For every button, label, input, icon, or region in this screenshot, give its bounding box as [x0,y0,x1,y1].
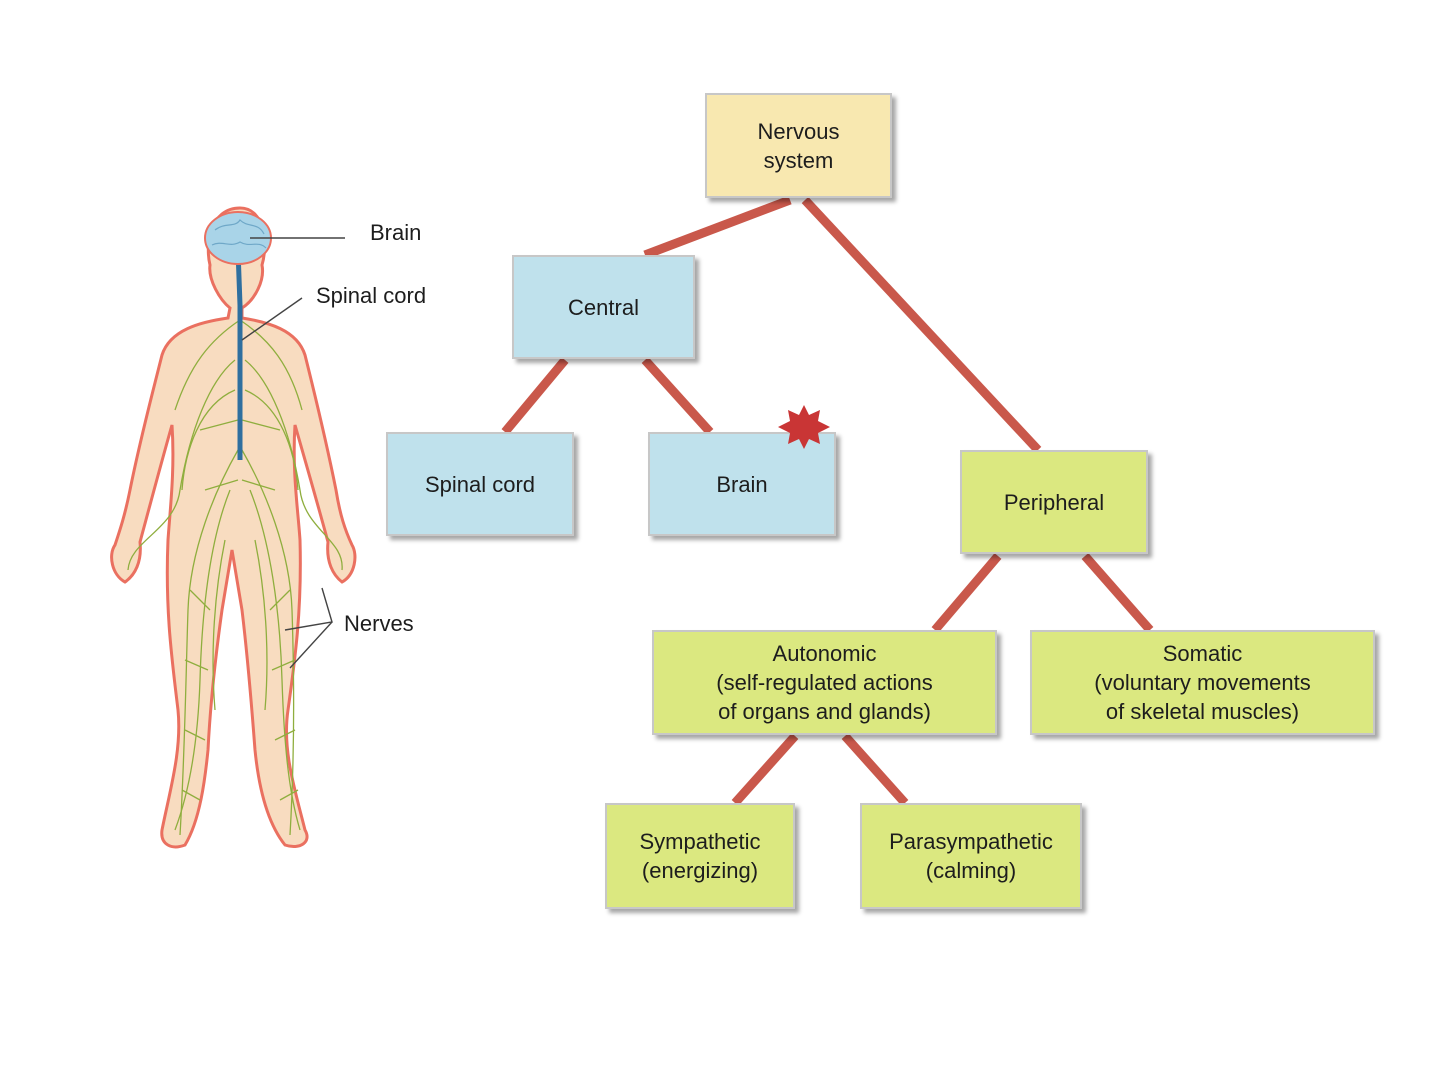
box-nervous-system: Nervous system [705,93,892,198]
connector-nervous-central [645,200,790,255]
box-somatic-line-1: Somatic [1163,639,1242,668]
box-autonomic-line-2: (self-regulated actions [716,668,932,697]
box-sympathetic-line-2: (energizing) [642,856,758,885]
body-label-spinal-cord: Spinal cord [316,283,426,309]
box-brain-label: Brain [716,470,767,499]
box-parasympathetic-line-2: (calming) [926,856,1016,885]
box-somatic-line-2: (voluntary movements [1094,668,1310,697]
box-central-label: Central [568,293,639,322]
box-nervous-system-line-2: system [764,146,834,175]
box-parasympathetic: Parasympathetic (calming) [860,803,1082,909]
box-nervous-system-line-1: Nervous [758,117,840,146]
box-autonomic: Autonomic (self-regulated actions of org… [652,630,997,735]
box-somatic-line-3: of skeletal muscles) [1106,697,1299,726]
spinal-cord-shape [238,250,240,460]
box-spinal-cord: Spinal cord [386,432,574,536]
box-peripheral-label: Peripheral [1004,488,1104,517]
box-autonomic-line-3: of organs and glands) [718,697,931,726]
body-label-nerves: Nerves [344,611,414,637]
box-spinal-cord-label: Spinal cord [425,470,535,499]
connector-central-spinal [505,360,565,432]
connector-peripheral-autonomic [935,556,998,630]
connector-autonomic-parasympathetic [845,736,905,803]
box-peripheral: Peripheral [960,450,1148,554]
box-parasympathetic-line-1: Parasympathetic [889,827,1053,856]
connector-central-brain [645,360,710,432]
star-marker-icon [775,404,833,450]
connector-peripheral-somatic [1085,556,1150,630]
box-somatic: Somatic (voluntary movements of skeletal… [1030,630,1375,735]
box-central: Central [512,255,695,359]
body-label-brain: Brain [370,220,421,246]
box-autonomic-line-1: Autonomic [773,639,877,668]
connector-autonomic-sympathetic [735,736,795,803]
connector-nervous-peripheral [805,200,1038,450]
box-sympathetic: Sympathetic (energizing) [605,803,795,909]
box-sympathetic-line-1: Sympathetic [639,827,760,856]
